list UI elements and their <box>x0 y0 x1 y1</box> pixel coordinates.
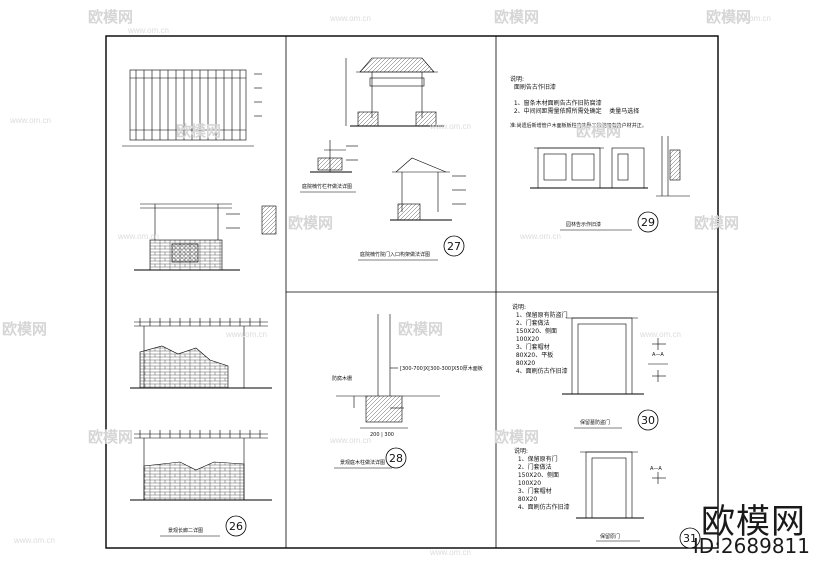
panel-30-notes: 说明: 1、保留原有防盗门 2、门套做法 150X20、侧面 100X20 3、… <box>512 304 568 375</box>
brand-name: 欧模网 <box>701 502 806 542</box>
panel-31-section: A—A <box>650 466 662 472</box>
panel-31-notes: 说明: 1、保留原有门 2、门套做法 150X20、侧面 100X20 3、门套… <box>514 448 570 511</box>
security-door-elevation <box>562 317 668 395</box>
panel-31-caption: 保留原门 <box>600 533 620 540</box>
panel-26: 景观长廊二详图 26 <box>122 69 277 537</box>
panel-30-section: A—A <box>652 352 664 358</box>
panel-29-number-circle <box>637 211 659 233</box>
panel-27-caption-b: 庭院楠竹院门入口构架做法详图 <box>360 251 430 258</box>
panel-29-caption: 园林告示作旧漆 <box>566 221 601 228</box>
panel-27: 庭院楠竹栏杆做法详图 庭院楠竹院门入口构架做法详图 27 <box>300 57 466 261</box>
panel-30-number: 30 <box>641 414 655 427</box>
panel-28-number: 28 <box>389 452 403 465</box>
panel-29-number: 29 <box>641 216 655 229</box>
original-door-elevation <box>576 451 666 519</box>
brand-id: ID:2689811 <box>692 534 810 558</box>
corridor-elevation-2 <box>130 430 272 501</box>
panel-29: 园林告示作旧漆 29 <box>530 136 690 233</box>
panel-31-number-circle <box>679 527 701 549</box>
entrance-frame-detail <box>390 157 466 221</box>
panel-28: 防腐木栅 [300-700]X[300-300]X50厚木面板 200 | 30… <box>332 314 483 469</box>
panel-28-caption: 景观庭木柱做法详图 <box>340 459 385 466</box>
panel-28-label-a: 防腐木栅 <box>332 375 352 382</box>
corridor-elevation-1 <box>130 318 272 389</box>
panel-30-number-circle <box>637 409 659 431</box>
panel-27-number-circle <box>443 235 465 257</box>
pergola-section <box>134 203 277 271</box>
panel-31-number: 31 <box>683 532 697 545</box>
panel-29-extra-note: 准:尚遗后新增管户木面板板柱内夹卧工告地用有告户材并正。 <box>510 123 647 129</box>
wood-post-detail <box>336 314 440 429</box>
panel-28-dim: 200 | 300 <box>370 432 394 438</box>
gate-frame-section <box>345 57 444 127</box>
panel-26-caption: 景观长廊二详图 <box>168 527 203 534</box>
panel-26-number: 26 <box>229 520 243 533</box>
panel-29-notes: 说明: 面刷告古作旧漆 1、窗条木材面刷告古作旧防腐漆 2、中间间距需量依照所需… <box>510 76 640 115</box>
panel-30-caption: 保留墓防盗门 <box>580 419 610 426</box>
notice-board-elevation <box>530 136 690 197</box>
panel-26-number-circle <box>225 515 247 537</box>
fence-elevation <box>122 69 262 147</box>
panel-28-number-circle <box>385 447 407 469</box>
panel-30: A—A 保留墓防盗门 30 <box>562 317 668 431</box>
railing-detail <box>310 140 358 173</box>
panel-27-number: 27 <box>447 240 461 253</box>
panel-28-label-b: [300-700]X[300-300]X50厚木面板 <box>400 365 483 372</box>
panel-31: A—A 保留原门 31 <box>576 451 701 549</box>
panel-27-caption-a: 庭院楠竹栏杆做法详图 <box>302 183 352 190</box>
